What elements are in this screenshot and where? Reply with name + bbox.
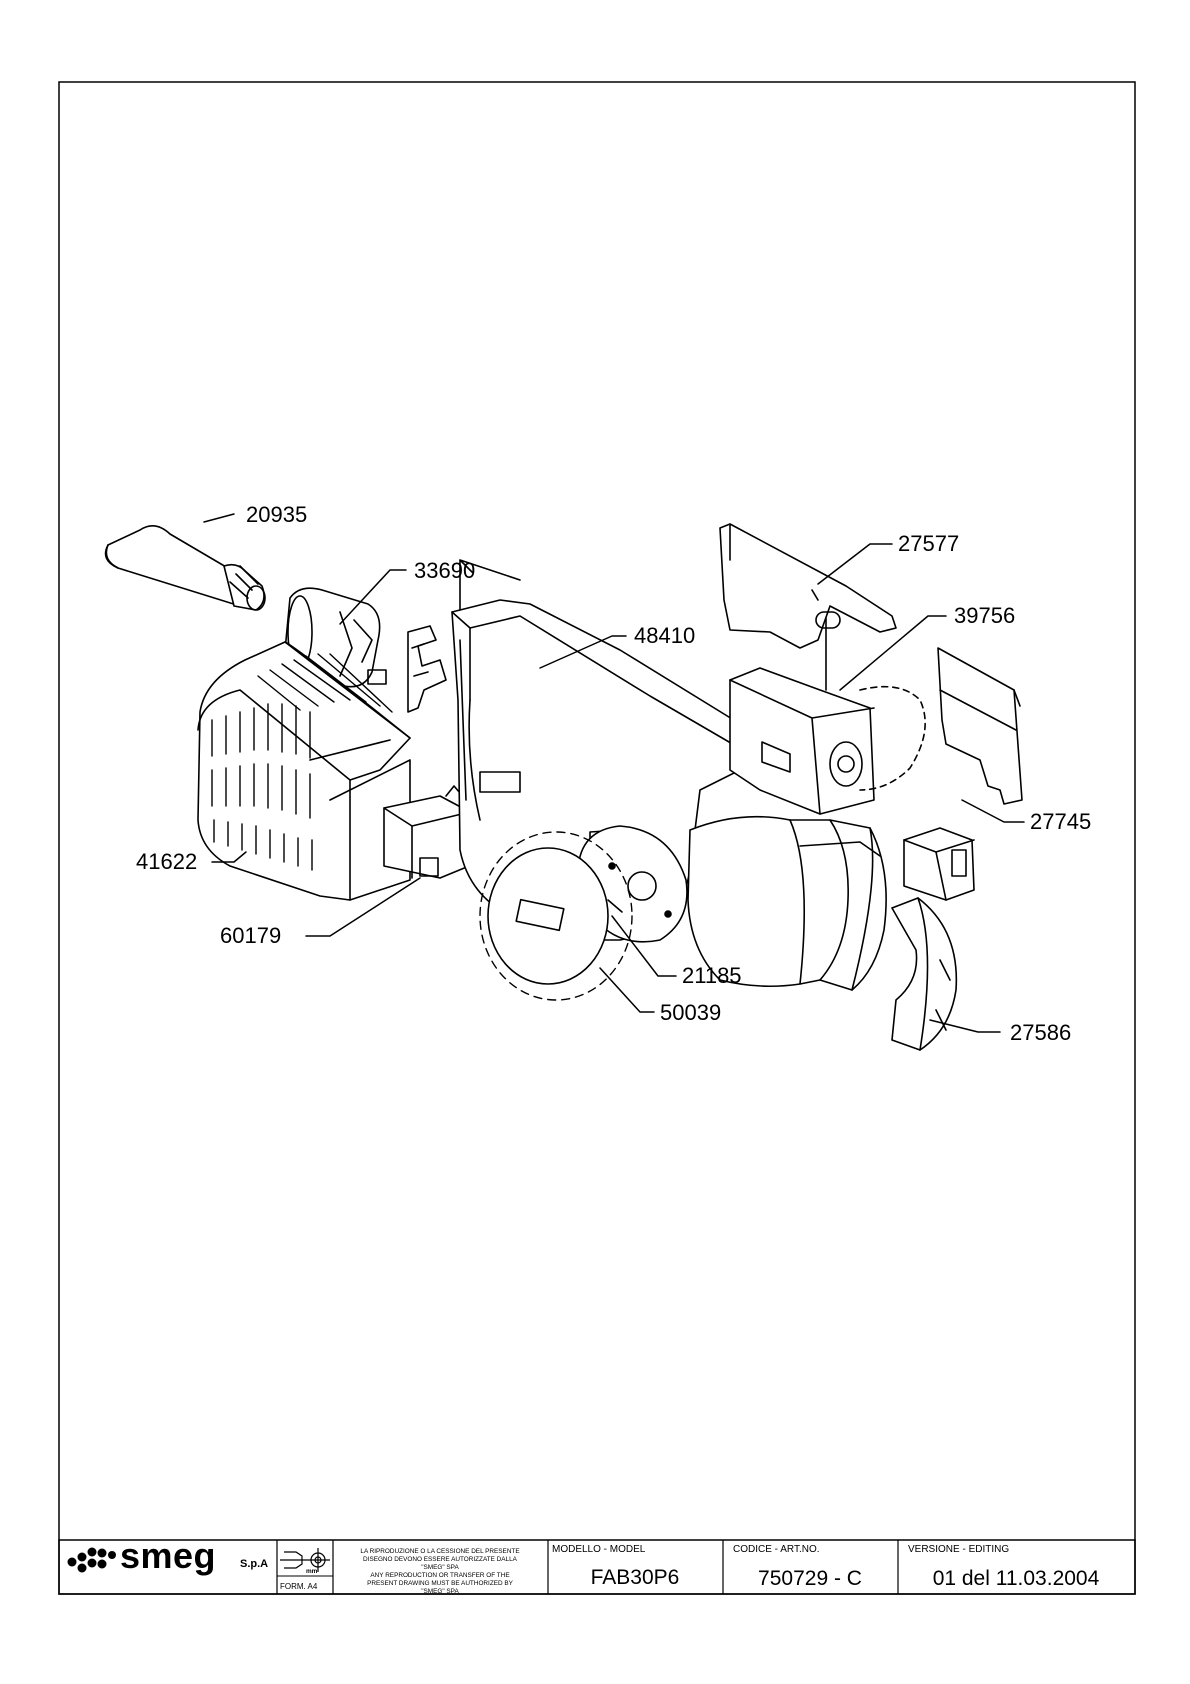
code-value: 750729 - C [758, 1567, 862, 1590]
nozzle-cone-part [104, 525, 266, 611]
leader-lines [203, 513, 1025, 1033]
impeller-disc-part [479, 831, 633, 1001]
svg-text:ANY REPRODUCTION OR TRANSFER O: ANY REPRODUCTION OR TRANSFER OF THE [370, 1572, 509, 1579]
logo-dots-icon [67, 1547, 116, 1573]
terminal-block-part [903, 827, 975, 901]
end-cap-part [891, 897, 958, 1051]
part-label-27577: 27577 [898, 531, 959, 556]
model-value: FAB30P6 [591, 1566, 680, 1589]
side-panel-part [719, 523, 1023, 805]
version-caption: VERSIONE - EDITING [908, 1544, 1009, 1555]
part-label-39756: 39756 [954, 603, 1015, 628]
svg-text:LA RIPRODUZIONE O LA CESSIONE: LA RIPRODUZIONE O LA CESSIONE DEL PRESEN… [360, 1548, 519, 1555]
part-label-33690: 33690 [414, 558, 475, 583]
part-label-21185: 21185 [682, 963, 742, 988]
part-label-50039: 50039 [660, 1000, 721, 1025]
exploded-parts-drawing [104, 513, 1025, 1051]
part-label-60179: 60179 [220, 923, 281, 948]
svg-text:"SMEG" SPA: "SMEG" SPA [421, 1588, 459, 1595]
air-duct-part [687, 815, 887, 991]
reproduction-notice: LA RIPRODUZIONE O LA CESSIONE DEL PRESEN… [360, 1548, 519, 1595]
part-label-20935: 20935 [246, 502, 307, 527]
title-block: smeg S.p.A mm FORM. A4 LA RIPRODUZIONE O… [58, 1535, 1136, 1595]
small-clip-part [407, 625, 447, 713]
svg-text:PRESENT DRAWING MUST BE AUTHOR: PRESENT DRAWING MUST BE AUTHORIZED BY [367, 1580, 514, 1587]
part-label-27586: 27586 [1010, 1020, 1071, 1045]
version-value: 01 del 11.03.2004 [933, 1567, 1100, 1590]
svg-text:DISEGNO DEVONO ESSERE AUTORIZZ: DISEGNO DEVONO ESSERE AUTORIZZATE DALLA [363, 1556, 518, 1563]
projection-symbol-icon [280, 1548, 330, 1572]
smeg-logo: smeg S.p.A [67, 1535, 268, 1576]
part-labels: 20935 33690 27577 39756 48410 27745 4162… [136, 502, 1091, 1045]
form-label: FORM. A4 [280, 1582, 318, 1591]
part-label-41622: 41622 [136, 849, 197, 874]
part-label-48410: 48410 [634, 623, 695, 648]
grille-housing-part [197, 641, 411, 901]
svg-text:"SMEG" SPA: "SMEG" SPA [421, 1564, 459, 1571]
brand-suffix: S.p.A [240, 1558, 268, 1570]
code-caption: CODICE - ART.NO. [733, 1544, 820, 1555]
brand-name: smeg [120, 1535, 216, 1576]
unit-label: mm [306, 1568, 318, 1575]
model-caption: MODELLO - MODEL [552, 1544, 646, 1555]
part-label-27745: 27745 [1030, 809, 1091, 834]
thermostat-part [729, 617, 926, 815]
